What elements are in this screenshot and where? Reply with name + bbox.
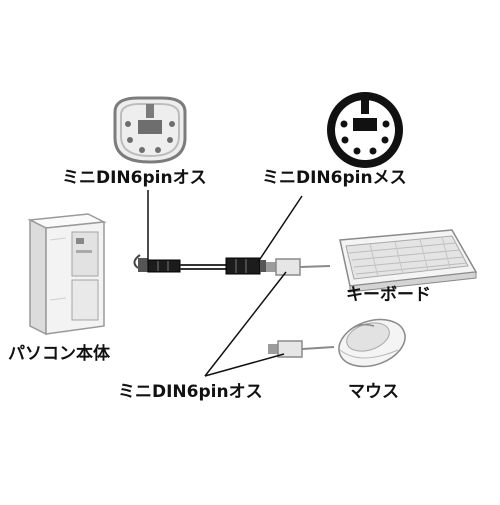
keyboard-label: キーボード [346, 285, 431, 305]
male-connector-label-bottom: ミニDIN6pinオス [118, 382, 263, 402]
mouse-icon [338, 318, 406, 368]
mouse-label: マウス [348, 382, 399, 402]
male-connector-face-icon [113, 96, 187, 164]
callout-lines [147, 190, 303, 377]
female-connector-label: ミニDIN6pinメス [262, 168, 407, 188]
pc-label: パソコン本体 [8, 344, 110, 364]
keyboard-plug-icon [266, 258, 331, 276]
mouse-plug-icon [268, 340, 335, 358]
pc-tower-icon [27, 213, 107, 336]
conversion-cable [133, 254, 266, 275]
male-connector-label-top: ミニDIN6pinオス [62, 168, 207, 188]
keyboard-icon [339, 229, 478, 293]
female-connector-face-icon [327, 92, 403, 168]
